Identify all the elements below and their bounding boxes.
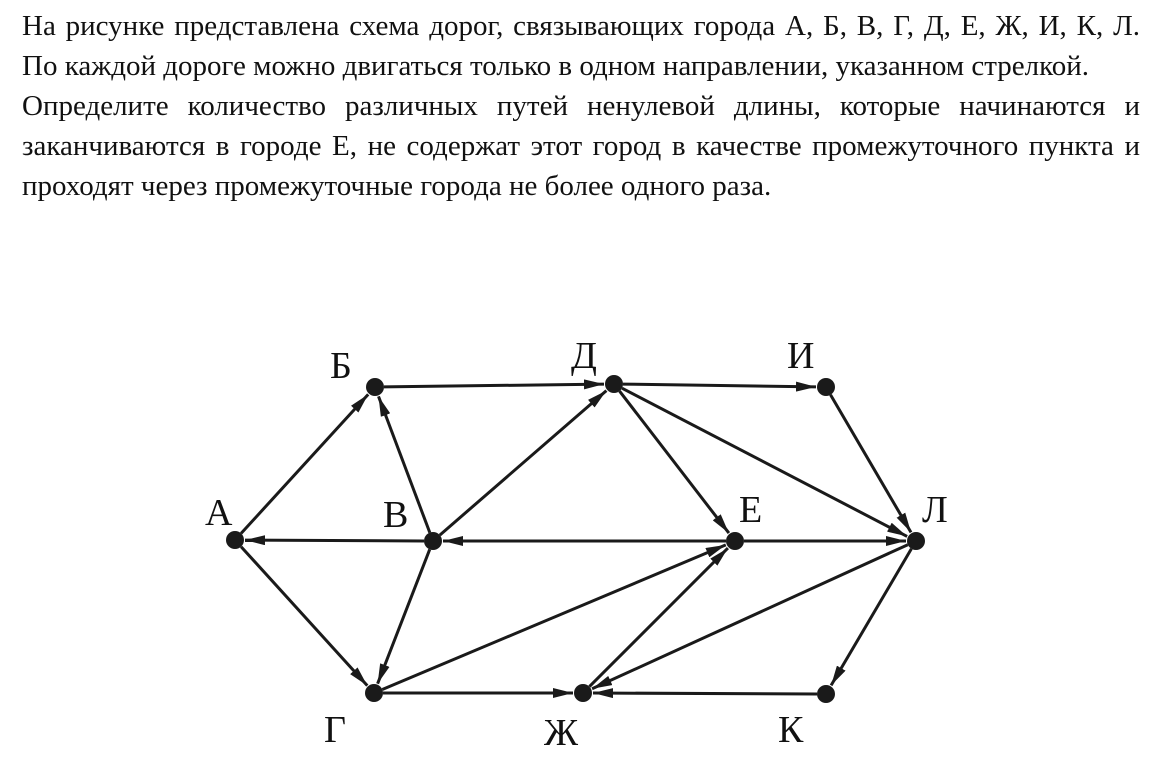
city-nodes — [226, 375, 925, 703]
road-edges — [239, 379, 913, 699]
city-node-l — [907, 532, 925, 550]
road-d-i — [622, 381, 817, 392]
problem-paragraph-1: На рисунке представлена схема дорог, свя… — [22, 10, 1140, 82]
road-l-k — [829, 548, 913, 687]
city-label-g: Г — [324, 709, 346, 751]
road-zh-e — [588, 547, 729, 688]
road-v-d — [438, 389, 608, 537]
problem-paragraph-2: Определите количество различных путей не… — [22, 90, 1140, 202]
city-label-zh: Ж — [544, 712, 579, 754]
city-node-d — [605, 375, 623, 393]
city-label-a: А — [205, 492, 233, 534]
road-v-b — [377, 395, 432, 534]
road-a-g — [239, 545, 369, 687]
road-d-l — [621, 386, 908, 538]
road-v-g — [376, 548, 432, 685]
city-label-l: Л — [922, 489, 948, 531]
city-labels: А Б В Г Д Е Ж И К Л — [205, 335, 948, 754]
problem-statement: На рисунке представлена схема дорог, свя… — [22, 6, 1140, 206]
road-k-zh — [592, 688, 818, 699]
road-v-a — [244, 535, 425, 546]
road-b-d — [383, 379, 605, 390]
road-i-l — [829, 394, 913, 534]
city-label-e: Е — [739, 489, 762, 531]
road-l-zh — [591, 543, 909, 691]
road-a-b — [239, 393, 370, 535]
road-g-e — [381, 543, 727, 691]
city-node-zh — [574, 684, 592, 702]
city-label-v: В — [383, 494, 408, 536]
city-label-i: И — [787, 335, 814, 377]
city-node-k — [817, 685, 835, 703]
city-label-d: Д — [571, 335, 597, 377]
city-label-b: Б — [330, 345, 352, 387]
city-node-g — [365, 684, 383, 702]
road-d-e — [618, 390, 731, 535]
city-node-e — [726, 532, 744, 550]
city-label-k: К — [778, 709, 804, 751]
city-node-i — [817, 378, 835, 396]
city-node-v — [424, 532, 442, 550]
city-node-a — [226, 531, 244, 549]
city-node-b — [366, 378, 384, 396]
